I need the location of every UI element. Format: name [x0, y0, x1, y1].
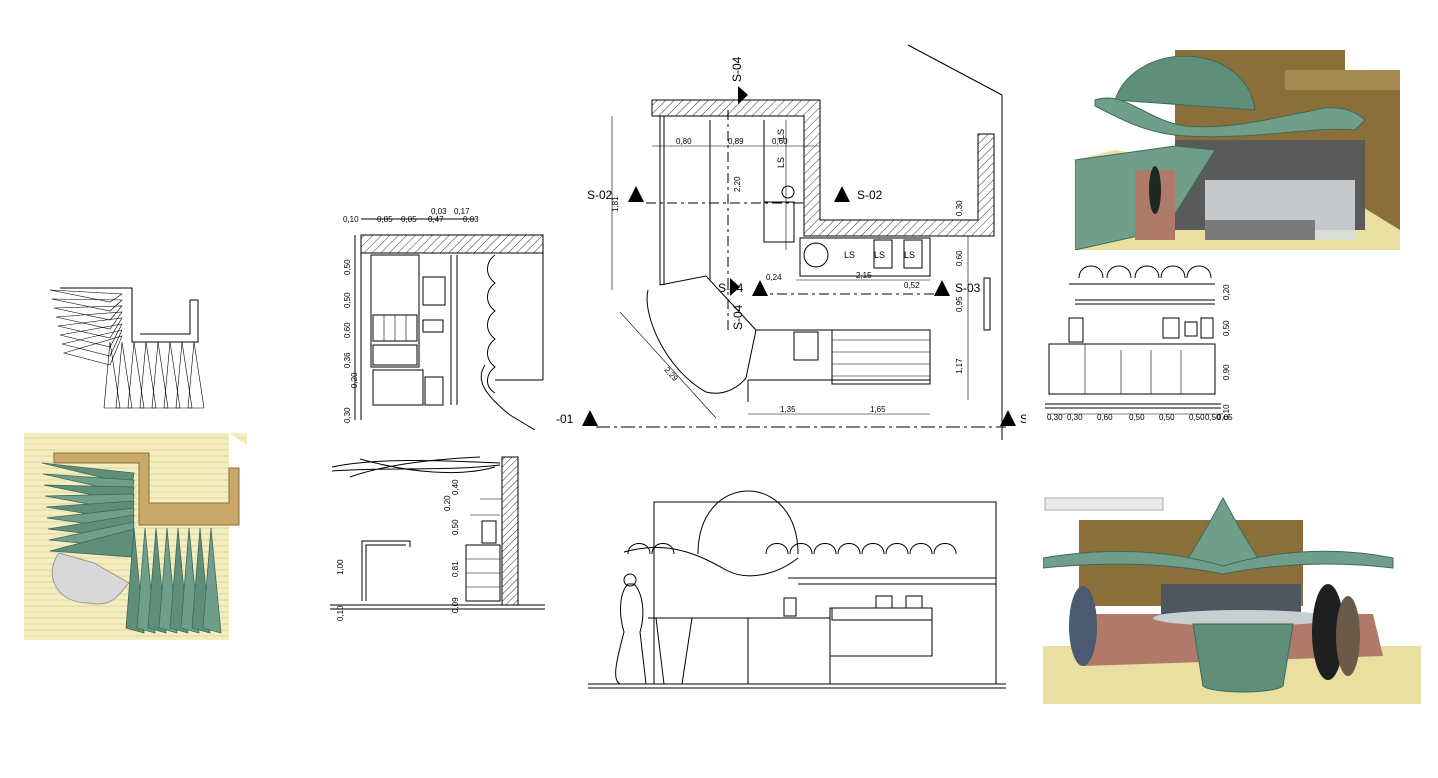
svg-text:1,65: 1,65	[870, 405, 886, 414]
svg-text:S-04: S-04	[718, 281, 744, 295]
svg-text:0,10: 0,10	[336, 605, 345, 621]
svg-text:0,89: 0,89	[728, 137, 744, 146]
svg-text:0,50: 0,50	[1222, 320, 1231, 336]
svg-text:0,60: 0,60	[1097, 413, 1113, 422]
svg-text:0,50: 0,50	[1189, 413, 1205, 422]
svg-text:0,40: 0,40	[451, 479, 460, 495]
svg-text:0,50: 0,50	[451, 519, 460, 535]
svg-text:LS: LS	[776, 157, 786, 168]
svg-text:S-02: S-02	[857, 188, 883, 202]
svg-text:0,30: 0,30	[1067, 413, 1083, 422]
svg-text:0,20: 0,20	[443, 495, 452, 511]
svg-text:S-02: S-02	[587, 188, 613, 202]
svg-text:1,00: 1,00	[336, 559, 345, 575]
svg-text:0,03: 0,03	[463, 215, 479, 224]
svg-text:0,95: 0,95	[955, 296, 964, 312]
svg-text:S-04: S-04	[731, 304, 745, 330]
svg-text:0,30: 0,30	[955, 200, 964, 216]
svg-text:0,20: 0,20	[350, 372, 359, 388]
main-floor-plan: S-04 S-02 S-02 S-03 S-04 S-04 -01 S LS L…	[556, 40, 1026, 440]
svg-text:2,15: 2,15	[856, 271, 872, 280]
svg-text:0,36: 0,36	[343, 352, 352, 368]
svg-text:S: S	[1020, 412, 1026, 426]
svg-text:0,85: 0,85	[377, 215, 393, 224]
svg-text:0,60: 0,60	[343, 322, 352, 338]
svg-text:0,60: 0,60	[772, 137, 788, 146]
svg-text:0,30: 0,30	[1047, 413, 1063, 422]
svg-text:0,03: 0,03	[431, 207, 447, 216]
svg-text:1,81: 1,81	[611, 196, 620, 212]
svg-text:S-03: S-03	[955, 281, 981, 295]
svg-text:0,81: 0,81	[451, 561, 460, 577]
svg-text:0,24: 0,24	[766, 273, 782, 282]
canopy-line-plan	[40, 280, 210, 420]
svg-text:LS: LS	[776, 129, 786, 140]
svg-text:0,50: 0,50	[1159, 413, 1175, 422]
wall-outline	[53, 452, 240, 526]
svg-text:S-04: S-04	[730, 56, 744, 82]
kitchen-plan-left: 0,10 0,85 0,05 0,03 0,47 0,17 0,03 0,50 …	[335, 205, 550, 430]
svg-text:2,20: 2,20	[733, 176, 742, 192]
kiosk-render-bottom	[1043, 496, 1421, 704]
svg-text:0,50: 0,50	[1129, 413, 1145, 422]
svg-text:0,20: 0,20	[1222, 284, 1231, 300]
svg-text:0,80: 0,80	[676, 137, 692, 146]
svg-text:0,90: 0,90	[1222, 364, 1231, 380]
svg-text:LS: LS	[874, 250, 885, 260]
kitchen-elevation-right: 0,20 0,50 0,90 0,10 0,30 0,30 0,60 0,50 …	[1045, 248, 1245, 428]
svg-text:0,50: 0,50	[1205, 413, 1221, 422]
kiosk-render-top	[1075, 50, 1400, 250]
canopy-render-plan	[24, 433, 247, 640]
svg-text:1,35: 1,35	[780, 405, 796, 414]
svg-text:0,10: 0,10	[1222, 404, 1231, 420]
svg-text:1,17: 1,17	[955, 358, 964, 374]
svg-text:0,52: 0,52	[904, 281, 920, 290]
svg-text:0,30: 0,30	[343, 407, 352, 423]
svg-text:LS: LS	[904, 250, 915, 260]
counter-section-small: 0,40 0,20 0,50 0,81 0,09 1,00 0,10	[330, 455, 550, 625]
svg-text:0,05: 0,05	[401, 215, 417, 224]
svg-text:-01: -01	[556, 412, 574, 426]
svg-text:0,10: 0,10	[343, 215, 359, 224]
svg-text:0,50: 0,50	[343, 259, 352, 275]
front-elevation	[588, 482, 1008, 692]
svg-text:0,50: 0,50	[343, 292, 352, 308]
svg-text:LS: LS	[844, 250, 855, 260]
svg-text:0,47: 0,47	[428, 215, 444, 224]
svg-text:0,09: 0,09	[451, 597, 460, 613]
svg-text:0,05: 0,05	[1217, 413, 1233, 422]
svg-text:0,17: 0,17	[454, 207, 470, 216]
svg-text:0,60: 0,60	[955, 250, 964, 266]
